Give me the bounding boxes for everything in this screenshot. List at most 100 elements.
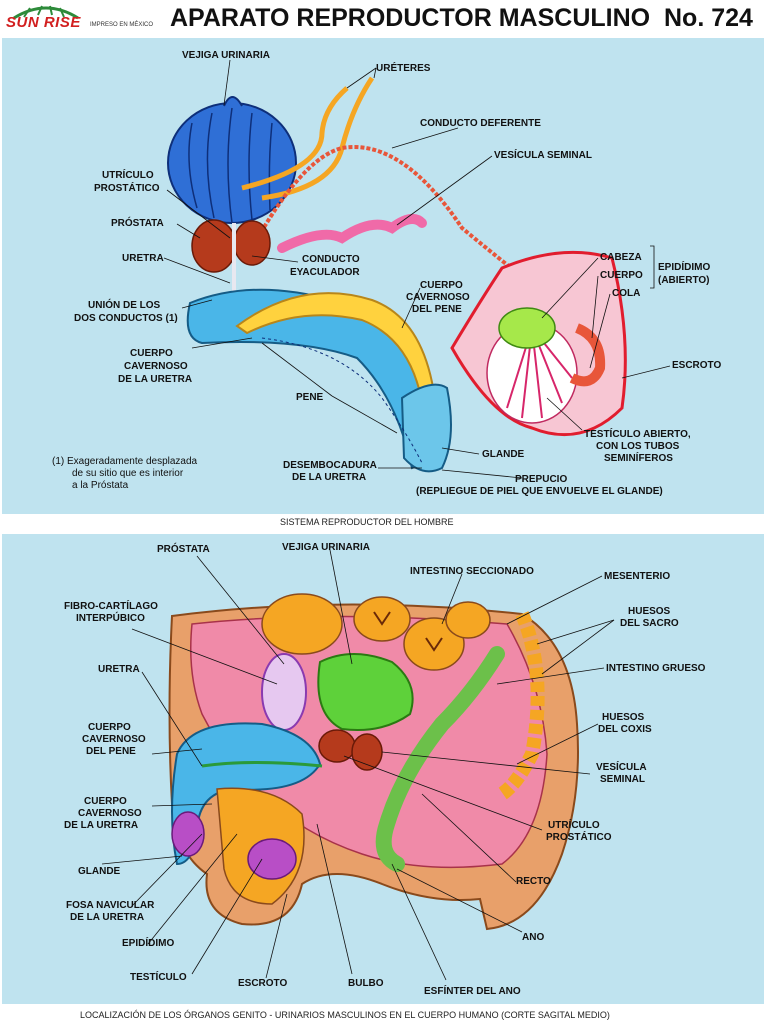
label-b-glande: GLANDE <box>78 866 121 877</box>
label-b-vejiga: VEJIGA URINARIA <box>282 542 370 553</box>
intestines-illustration <box>261 593 491 671</box>
bottom-leader-lines <box>101 549 615 981</box>
label-b-esfinter: ESFÍNTER DEL ANO <box>424 984 521 997</box>
page-title: APARATO REPRODUCTOR MASCULINO <box>170 4 651 32</box>
urethra-section <box>201 761 323 768</box>
label-b-cuerpo-pene-1: CUERPO <box>88 722 131 733</box>
label-cuerpo-pene-1: CUERPO <box>420 280 463 291</box>
label-b-mesenterio: MESENTERIO <box>604 571 670 582</box>
label-b-cuerpo-uretra-2: CAVERNOSO <box>78 808 142 819</box>
label-b-cuerpo-pene-2: CAVERNOSO <box>82 734 146 745</box>
glans-section <box>171 811 205 857</box>
label-conducto-eyac-1: CONDUCTO <box>302 254 360 265</box>
label-vesicula: VESÍCULA SEMINAL <box>494 148 592 161</box>
label-epididimo-1: EPIDÍDIMO <box>658 260 710 273</box>
label-uretra: URETRA <box>122 253 164 264</box>
label-b-testiculo: TESTÍCULO <box>130 970 187 983</box>
brand-subtitle: IMPRESO EN MÉXICO <box>90 22 154 28</box>
label-b-utriculo-1: UTRÍCULO <box>548 818 600 831</box>
label-b-cuerpo-uretra-1: CUERPO <box>84 796 127 807</box>
bottom-diagram: PRÓSTATA VEJIGA URINARIA INTESTINO SECCI… <box>64 542 706 997</box>
label-cuerpo-pene-2: CAVERNOSO <box>406 292 470 303</box>
label-pene: PENE <box>296 392 324 403</box>
label-desemb-1: DESEMBOCADURA <box>283 460 377 471</box>
label-b-coxis-2: DEL COXIS <box>598 724 652 735</box>
sacrum-bones <box>497 611 545 800</box>
footnote-line-2: de su sitio que es interior <box>72 468 184 479</box>
label-b-cuerpo-uretra-3: DE LA URETRA <box>64 820 138 831</box>
label-b-vesicula-1: VESÍCULA <box>596 760 647 773</box>
label-epididimo-2: (ABIERTO) <box>658 275 709 286</box>
label-b-bulbo: BULBO <box>348 978 384 989</box>
bottom-labels: PRÓSTATA VEJIGA URINARIA INTESTINO SECCI… <box>64 542 706 997</box>
bottom-panel: PRÓSTATA VEJIGA URINARIA INTESTINO SECCI… <box>2 534 764 1004</box>
label-b-cuerpo-pene-3: DEL PENE <box>86 746 136 757</box>
bottom-caption: LOCALIZACIÓN DE LOS ÓRGANOS GENITO - URI… <box>80 1010 610 1020</box>
label-utriculo-2: PROSTÁTICO <box>94 181 160 194</box>
label-escroto: ESCROTO <box>672 360 721 371</box>
plate-number: No. 724 <box>664 4 753 32</box>
label-b-uretra: URETRA <box>98 664 140 675</box>
label-b-fosa-2: DE LA URETRA <box>70 912 144 923</box>
label-prostata: PRÓSTATA <box>111 216 164 229</box>
glans <box>400 383 452 473</box>
top-diagram: VEJIGA URINARIA URÉTERES CONDUCTO DEFERE… <box>52 50 721 497</box>
label-cuerpo: CUERPO <box>600 270 643 281</box>
pubic-symphysis <box>261 653 307 731</box>
label-testiculo-2: CON LOS TUBOS <box>596 441 680 452</box>
label-cuerpo-uretra-3: DE LA URETRA <box>118 374 192 385</box>
rectum-section <box>375 646 505 872</box>
label-cuerpo-uretra-1: CUERPO <box>130 348 173 359</box>
ureter-right <box>261 76 375 201</box>
label-cuerpo-uretra-2: CAVERNOSO <box>124 361 188 372</box>
label-b-prostata: PRÓSTATA <box>157 542 210 555</box>
footnote-line-3: a la Próstata <box>72 480 129 491</box>
label-prepucio-2: (REPLIEGUE DE PIEL QUE ENVUELVE EL GLAND… <box>416 486 663 497</box>
label-b-intestino-secc: INTESTINO SECCIONADO <box>410 566 534 577</box>
label-glande: GLANDE <box>482 449 525 460</box>
top-labels: VEJIGA URINARIA URÉTERES CONDUCTO DEFERE… <box>74 50 721 497</box>
label-b-escroto: ESCROTO <box>238 978 287 989</box>
label-b-recto: RECTO <box>516 876 551 887</box>
sunrise-icon <box>13 5 79 20</box>
label-b-ano: ANO <box>522 932 544 943</box>
header: SUN RISE IMPRESO EN MÉXICO APARATO REPRO… <box>0 0 768 38</box>
label-cuerpo-pene-3: DEL PENE <box>412 304 462 315</box>
ureter-left <box>241 86 349 191</box>
top-caption: SISTEMA REPRODUCTOR DEL HOMBRE <box>280 517 454 527</box>
label-union-2: DOS CONDUCTOS (1) <box>74 313 178 324</box>
prostate-section <box>318 729 356 763</box>
label-b-fosa-1: FOSA NAVICULAR <box>66 900 155 911</box>
top-leader-lines <box>163 59 671 479</box>
testis-illustration <box>450 250 627 437</box>
prostate-illustration <box>191 219 271 273</box>
label-conducto-eyac-2: EYACULADOR <box>290 267 360 278</box>
label-desemb-2: DE LA URETRA <box>292 472 366 483</box>
brand-logo: SUN RISE <box>4 4 88 34</box>
label-b-intestino-grueso: INTESTINO GRUESO <box>606 663 706 674</box>
label-union-1: UNIÓN DE LOS <box>88 298 161 311</box>
label-b-fibro-2: INTERPÚBICO <box>76 611 145 624</box>
label-prepucio-1: PREPUCIO <box>515 474 567 485</box>
label-testiculo-3: SEMINÍFEROS <box>604 451 673 464</box>
label-utriculo-1: UTRÍCULO <box>102 168 154 181</box>
label-ureteres: URÉTERES <box>376 61 431 74</box>
bladder-section <box>317 653 414 731</box>
label-b-utriculo-2: PROSTÁTICO <box>546 830 612 843</box>
label-conducto-deferente: CONDUCTO DEFERENTE <box>420 118 541 129</box>
label-cola: COLA <box>612 288 640 299</box>
label-b-fibro-1: FIBRO-CARTÍLAGO <box>64 599 158 612</box>
footnote: (1) Exageradamente desplazada de su siti… <box>52 456 198 491</box>
label-b-sacro-2: DEL SACRO <box>620 618 679 629</box>
label-cabeza: CABEZA <box>600 252 642 263</box>
label-b-epididimo: EPIDÍDIMO <box>122 936 174 949</box>
label-b-vesicula-2: SEMINAL <box>600 774 645 785</box>
footnote-line-1: (1) Exageradamente desplazada <box>52 456 198 467</box>
testis-section <box>247 838 297 880</box>
label-b-sacro-1: HUESOS <box>628 606 671 617</box>
brand-name: SUN RISE <box>6 14 81 31</box>
label-vejiga: VEJIGA URINARIA <box>182 50 270 61</box>
label-b-coxis-1: HUESOS <box>602 712 645 723</box>
top-panel: VEJIGA URINARIA URÉTERES CONDUCTO DEFERE… <box>2 38 764 514</box>
